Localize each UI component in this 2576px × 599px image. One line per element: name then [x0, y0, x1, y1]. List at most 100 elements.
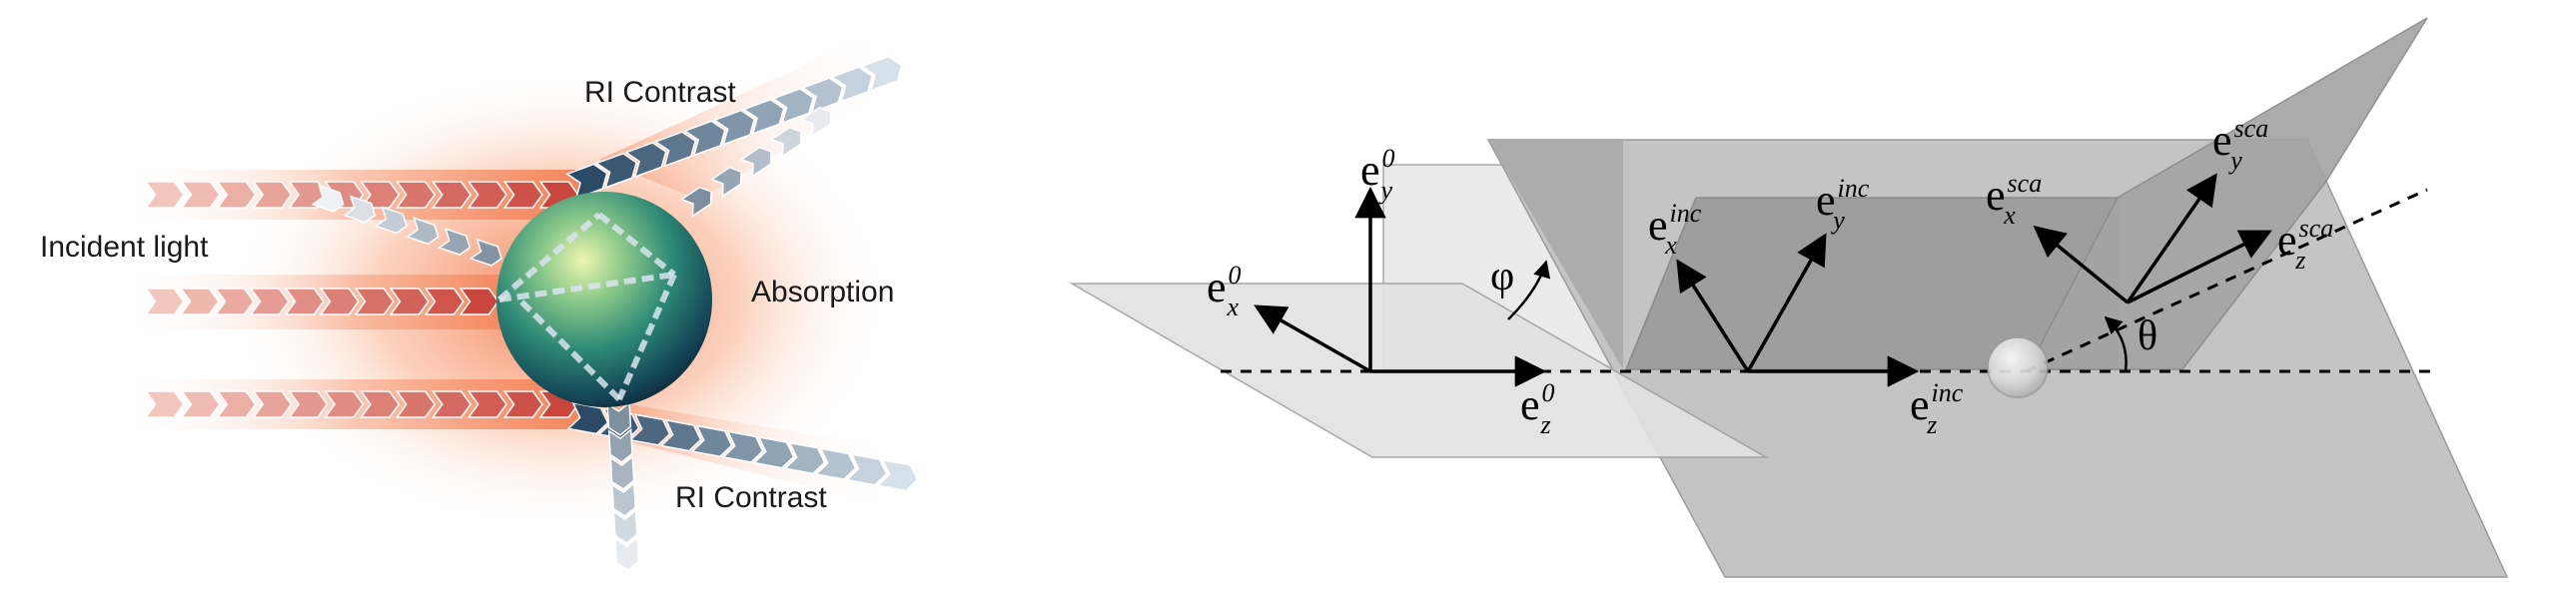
chevron	[311, 184, 345, 213]
theta-angle-arc	[2104, 315, 2128, 372]
chevron	[144, 288, 185, 315]
chevron	[659, 418, 702, 452]
chevron	[502, 390, 543, 418]
scattered-beam-upper-diag	[679, 106, 832, 218]
chevron	[252, 181, 293, 209]
internal-light-paths	[497, 212, 677, 402]
left-panel-scattering-illustration: RI Contrast Incident light Absorption RI…	[40, 40, 919, 571]
chevron	[360, 390, 401, 418]
incident-beam-bottom	[144, 390, 579, 418]
chevron	[614, 535, 640, 571]
particle-sphere	[1987, 336, 2049, 398]
chevron	[214, 288, 255, 315]
chevron	[144, 390, 185, 418]
einc-y-vector	[1746, 233, 1827, 372]
chevron	[783, 441, 826, 475]
chevron	[396, 390, 436, 418]
internal-path-segment	[498, 272, 675, 302]
chevron	[389, 288, 429, 315]
chevron	[319, 288, 360, 315]
chevron	[343, 195, 377, 224]
chevron	[396, 181, 436, 209]
chevron	[612, 508, 638, 544]
chevron	[565, 163, 608, 200]
scattered-axis	[2025, 188, 2428, 373]
chevron	[653, 131, 697, 168]
chevron	[466, 181, 507, 209]
scattered-plane	[2026, 17, 2428, 370]
chevron	[611, 481, 637, 517]
chevron	[566, 401, 609, 435]
internal-path-segment	[597, 212, 676, 278]
chevron	[430, 181, 472, 209]
chevron	[179, 288, 220, 315]
esca-x-vector	[2033, 226, 2130, 304]
esca-z-vector	[2127, 230, 2272, 304]
incident-beam-top	[144, 181, 579, 209]
chevron	[801, 77, 844, 114]
chevron	[606, 400, 632, 436]
chevron	[752, 436, 795, 469]
internal-path-segment	[516, 297, 622, 402]
internal-path-segment	[497, 212, 601, 302]
theta-label: θ	[2138, 313, 2157, 359]
chevron	[845, 453, 888, 486]
chevron	[406, 217, 439, 246]
chevron	[628, 413, 671, 446]
incident-light-label: Incident light	[40, 231, 209, 264]
rotated-plane-flap	[1488, 140, 1623, 369]
chevron	[252, 390, 293, 418]
chevron	[374, 206, 408, 235]
phi-label: φ	[1490, 254, 1514, 300]
chevron	[288, 390, 329, 418]
chevron	[180, 390, 221, 418]
incident-beam-middle	[144, 288, 499, 315]
chevron	[437, 227, 471, 256]
chevron	[771, 88, 815, 125]
chevron	[502, 181, 543, 209]
chevron	[249, 288, 290, 315]
chevron	[721, 430, 764, 463]
chevron	[683, 120, 726, 157]
chevron	[742, 98, 785, 136]
scattered-arrows	[311, 55, 919, 571]
einc-x-vector	[1676, 259, 1750, 372]
chevron	[324, 390, 365, 418]
chevron	[424, 288, 464, 315]
scattered-beam-top	[565, 55, 903, 200]
chevron	[830, 66, 874, 103]
absorption-label: Absorption	[751, 276, 894, 308]
incident-arrows	[144, 181, 579, 418]
scattered-beam-down	[606, 400, 640, 571]
phi-angle-arc	[1507, 260, 1551, 320]
internal-path-segment	[616, 273, 677, 401]
chevron	[712, 109, 756, 146]
esca-y-vector	[2126, 173, 2217, 303]
chevron	[466, 390, 507, 418]
chevron	[679, 186, 712, 218]
chevron	[594, 152, 638, 190]
chevron	[354, 288, 395, 315]
chevron	[216, 181, 257, 209]
chevron	[468, 238, 502, 267]
scattering-particle-sphere	[496, 192, 712, 407]
chevron	[607, 427, 633, 463]
chevron	[216, 390, 257, 418]
chevron	[430, 390, 472, 418]
chevron	[739, 146, 772, 178]
chevron	[458, 288, 499, 315]
chevron	[814, 447, 857, 480]
chevron	[769, 126, 802, 158]
chevron	[180, 181, 221, 209]
chevron	[860, 55, 903, 92]
